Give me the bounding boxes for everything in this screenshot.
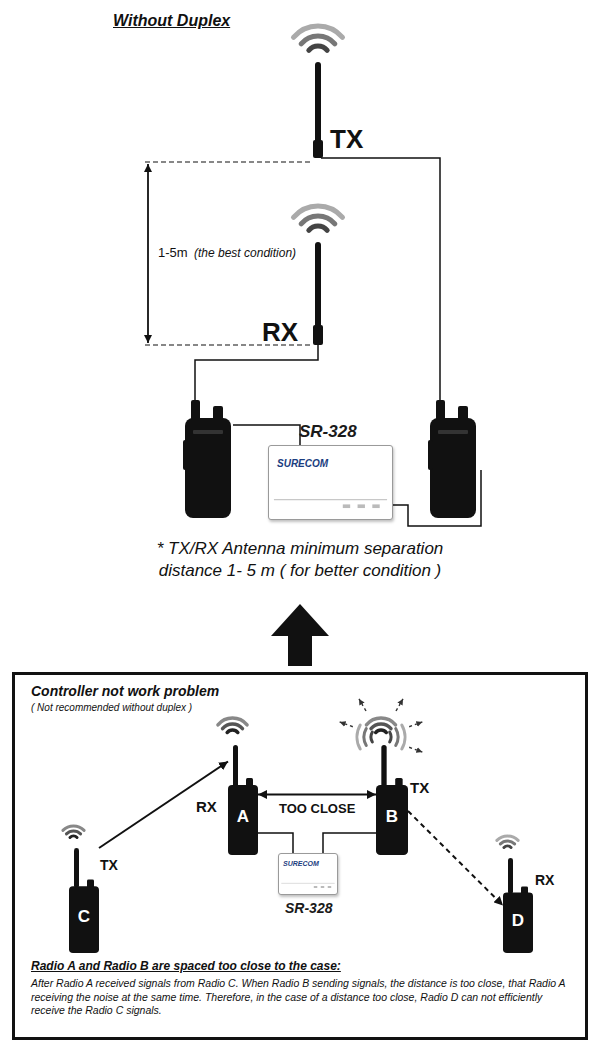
radio-letter: B [376,807,408,827]
radio-silhouette [376,745,408,855]
radiation-ray [359,699,366,711]
signal-arrow [408,811,503,906]
tx-antenna [313,62,323,158]
panel-heading: Controller not work problem [31,683,219,700]
radio-wave [402,725,405,749]
radio-letter: D [503,911,533,931]
radio-wave [309,46,327,50]
radio-wave [227,730,238,733]
antenna-label: TX [410,779,429,797]
radio: C [69,848,99,953]
radio-wave [366,718,395,725]
antenna-label: RX [262,317,298,348]
device-name: SR-328 [285,900,332,917]
radio-wave [497,836,518,840]
radio [428,400,476,518]
radio-wave [293,206,342,217]
radiation-ray [409,747,422,752]
brand-logo: SURECOM [277,458,328,470]
radio-wave [364,729,366,746]
brand-logo: SURECOM [283,860,319,868]
coax-wire [195,158,481,526]
radio-wave [500,841,514,844]
note-body: After Radio A received signals from Radi… [31,977,571,1018]
radiation-ray [409,722,422,727]
rx-antenna [313,242,323,345]
radio-wave [66,831,80,834]
controller-box: SR-328SURECOM [278,853,338,895]
diagram-title: Without Duplex [113,11,230,30]
device-name: SR-328 [299,422,357,442]
radio: A [228,745,258,855]
radio: B [376,745,408,855]
radio-silhouette [503,858,533,953]
radio-wave [70,836,77,837]
radio-wave [63,826,84,830]
radio-wave [396,729,398,746]
radio-wave [218,718,247,725]
radiation-ray [340,722,353,727]
radio-letter: C [69,907,99,927]
note-heading: Radio A and Radio B are spaced too close… [31,959,341,973]
radio-wave [504,846,511,847]
radio-wave [371,724,391,729]
radio-wave [376,730,387,733]
radio-wave [357,725,360,749]
radio-waves [63,26,518,847]
up-arrow [271,604,329,666]
radio-wave [371,732,372,742]
coax-wire [323,833,376,853]
antenna-label: RX [196,798,217,816]
radio-letter: A [228,807,258,827]
radio-wave [293,26,342,37]
radio-wave [301,36,335,44]
coax-wire [258,833,293,853]
controller-box: SR-328SURECOM [268,445,393,520]
dimension-label: (the best condition) [194,246,296,260]
radio [183,400,231,518]
radio-wave [223,724,243,729]
radio-silhouette [69,848,99,953]
radio-wave [301,216,335,224]
radio-wave [390,732,391,742]
radio-silhouette [228,745,258,855]
panel-note: ( Not recommended without duplex ) [31,702,192,714]
signal-arrow [99,762,228,849]
edge-label: TOO CLOSE [277,801,357,817]
controller-front [269,446,392,519]
caption: * TX/RX Antenna minimum separation dista… [130,538,470,582]
dimension-label: 1-5m [158,245,188,261]
distance-arrow [258,794,376,796]
antenna-label: TX [100,857,118,874]
antenna-label: RX [535,872,554,889]
antenna-label: TX [330,124,363,155]
radio-wave [309,226,327,230]
radio: D [503,858,533,953]
radiation-ray [396,699,403,711]
problem-panel: Controller not work problem ( Not recomme… [12,672,588,1040]
